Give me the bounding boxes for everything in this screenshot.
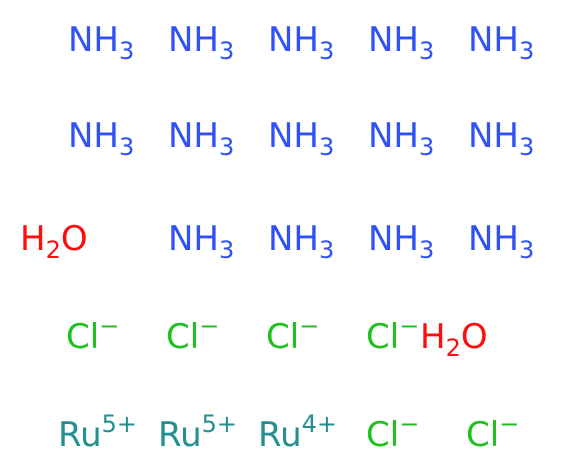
chloride-5: Cl− [366,412,419,455]
chloride-symbol: Cl [166,317,200,357]
water-2: H2O [420,317,488,360]
ammonia-symbol: NH [268,20,319,60]
ammonia-3: NH3 [268,20,334,63]
ammonia-symbol: NH [268,116,319,156]
ammonia-subscript: 3 [519,37,535,65]
ammonia-symbol: NH [368,219,419,259]
chloride-1: Cl− [66,314,119,357]
ammonia-subscript: 3 [419,133,435,161]
ammonia-10: NH3 [468,116,534,159]
ammonia-subscript: 3 [519,133,535,161]
water-subscript: 2 [45,236,61,264]
ammonia-6: NH3 [68,116,134,159]
ruthenium-charge: 5+ [101,410,138,438]
ammonia-symbol: NH [368,20,419,60]
ammonia-subscript: 3 [219,236,235,264]
chloride-charge: − [399,312,420,340]
chloride-2: Cl− [166,314,219,357]
ammonia-symbol: NH [168,116,219,156]
chloride-6: Cl− [466,412,519,455]
chloride-charge: − [399,410,420,438]
ruthenium-symbol: Ru [58,415,102,455]
ruthenium-2: Ru5+ [158,412,237,455]
ammonia-subscript: 3 [419,236,435,264]
ammonia-subscript: 3 [319,37,335,65]
water-hydrogen: H [20,219,46,259]
ammonia-11: NH3 [168,219,234,262]
ruthenium-charge: 4+ [301,410,338,438]
ammonia-subscript: 3 [519,236,535,264]
ruthenium-charge: 5+ [201,410,238,438]
ammonia-subscript: 3 [119,37,135,65]
ammonia-symbol: NH [68,20,119,60]
ruthenium-1: Ru5+ [58,412,137,455]
ruthenium-symbol: Ru [158,415,202,455]
ammonia-14: NH3 [468,219,534,262]
ammonia-7: NH3 [168,116,234,159]
chloride-charge: − [499,410,520,438]
ammonia-8: NH3 [268,116,334,159]
chloride-symbol: Cl [366,317,400,357]
ammonia-symbol: NH [168,20,219,60]
water-subscript: 2 [445,334,461,362]
ammonia-symbol: NH [68,116,119,156]
ammonia-12: NH3 [268,219,334,262]
chloride-symbol: Cl [66,317,100,357]
ammonia-1: NH3 [68,20,134,63]
ammonia-subscript: 3 [219,133,235,161]
ammonia-subscript: 3 [119,133,135,161]
ammonia-symbol: NH [168,219,219,259]
ammonia-subscript: 3 [219,37,235,65]
ammonia-2: NH3 [168,20,234,63]
chloride-3: Cl− [266,314,319,357]
ruthenium-symbol: Ru [258,415,302,455]
water-oxygen: O [60,219,88,259]
chloride-charge: − [99,312,120,340]
ammonia-subscript: 3 [319,133,335,161]
ammonia-symbol: NH [368,116,419,156]
ammonia-subscript: 3 [419,37,435,65]
ammonia-4: NH3 [368,20,434,63]
ammonia-symbol: NH [468,116,519,156]
chloride-symbol: Cl [266,317,300,357]
water-hydrogen: H [420,317,446,357]
water-1: H2O [20,219,88,262]
ruthenium-3: Ru4+ [258,412,337,455]
ammonia-symbol: NH [268,219,319,259]
ammonia-13: NH3 [368,219,434,262]
ammonia-symbol: NH [468,20,519,60]
chloride-charge: − [199,312,220,340]
ammonia-subscript: 3 [319,236,335,264]
ammonia-9: NH3 [368,116,434,159]
chloride-symbol: Cl [366,415,400,455]
ammonia-symbol: NH [468,219,519,259]
chloride-4: Cl− [366,314,419,357]
chloride-symbol: Cl [466,415,500,455]
ammonia-5: NH3 [468,20,534,63]
chloride-charge: − [299,312,320,340]
water-oxygen: O [460,317,488,357]
